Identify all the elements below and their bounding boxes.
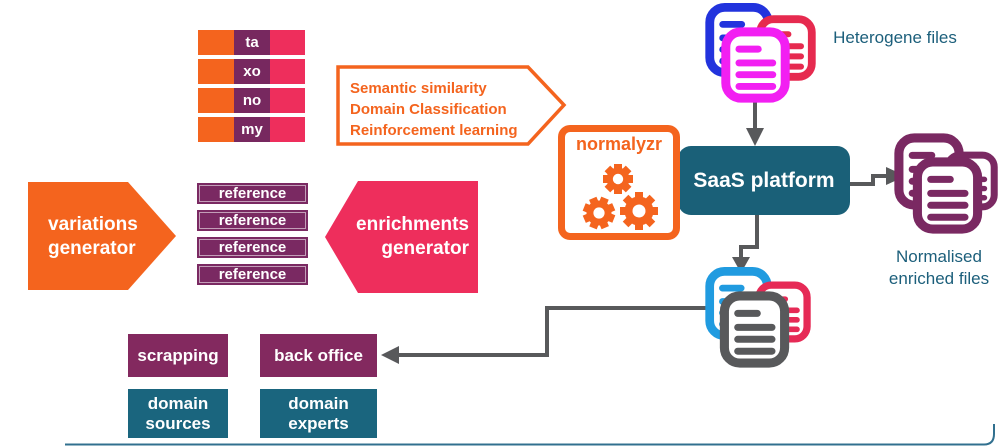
scrapping-box: scrapping	[128, 334, 228, 377]
token-segment-label: no	[234, 88, 270, 113]
token-segment-orange	[198, 30, 234, 55]
token-segment-orange	[198, 59, 234, 84]
callout-line: Semantic similarity	[350, 80, 487, 97]
domain-experts-box: domain experts	[260, 389, 377, 438]
normalised-files-label: Normalised enriched files	[888, 247, 990, 288]
callout-line: Reinforcement learning	[350, 122, 518, 139]
token-bar: xo	[198, 59, 305, 84]
reference-bar: reference	[197, 183, 308, 204]
reference-bar: reference	[197, 210, 308, 231]
enrichments-generator-label: enrichments generator	[356, 214, 469, 259]
token-segment-pink	[270, 88, 305, 113]
token-segment-orange	[198, 117, 234, 142]
back-office-box: back office	[260, 334, 377, 377]
token-segment-orange	[198, 88, 234, 113]
token-bar: my	[198, 117, 305, 142]
callout-line: Domain Classification	[350, 101, 507, 118]
document-icon-gray	[719, 291, 790, 368]
document-icon-purple	[911, 157, 984, 234]
callout-text: Semantic similarity Domain Classificatio…	[350, 78, 518, 141]
reference-bar: reference	[197, 264, 308, 285]
token-segment-label: my	[234, 117, 270, 142]
token-bar: no	[198, 88, 305, 113]
callout-shape	[336, 65, 567, 146]
reference-bar: reference	[197, 237, 308, 258]
token-segment-pink	[270, 30, 305, 55]
token-segment-label: ta	[234, 30, 270, 55]
document-icon-magenta	[719, 27, 792, 103]
token-segment-label: xo	[234, 59, 270, 84]
token-segment-pink	[270, 117, 305, 142]
variations-generator-shape	[28, 182, 176, 290]
token-bar: ta	[198, 30, 305, 55]
domain-sources-box: domain sources	[128, 389, 228, 438]
normalyzr-title: normalyzr	[575, 134, 663, 154]
saas-platform-box: SaaS platform	[678, 146, 850, 215]
enrichments-generator-shape	[325, 181, 478, 293]
slide-frame-line	[65, 424, 995, 446]
heterogene-files-label: Heterogene files	[833, 28, 957, 47]
variations-generator-label: variations generator	[48, 214, 138, 259]
token-segment-pink	[270, 59, 305, 84]
gears-icon	[582, 164, 658, 230]
